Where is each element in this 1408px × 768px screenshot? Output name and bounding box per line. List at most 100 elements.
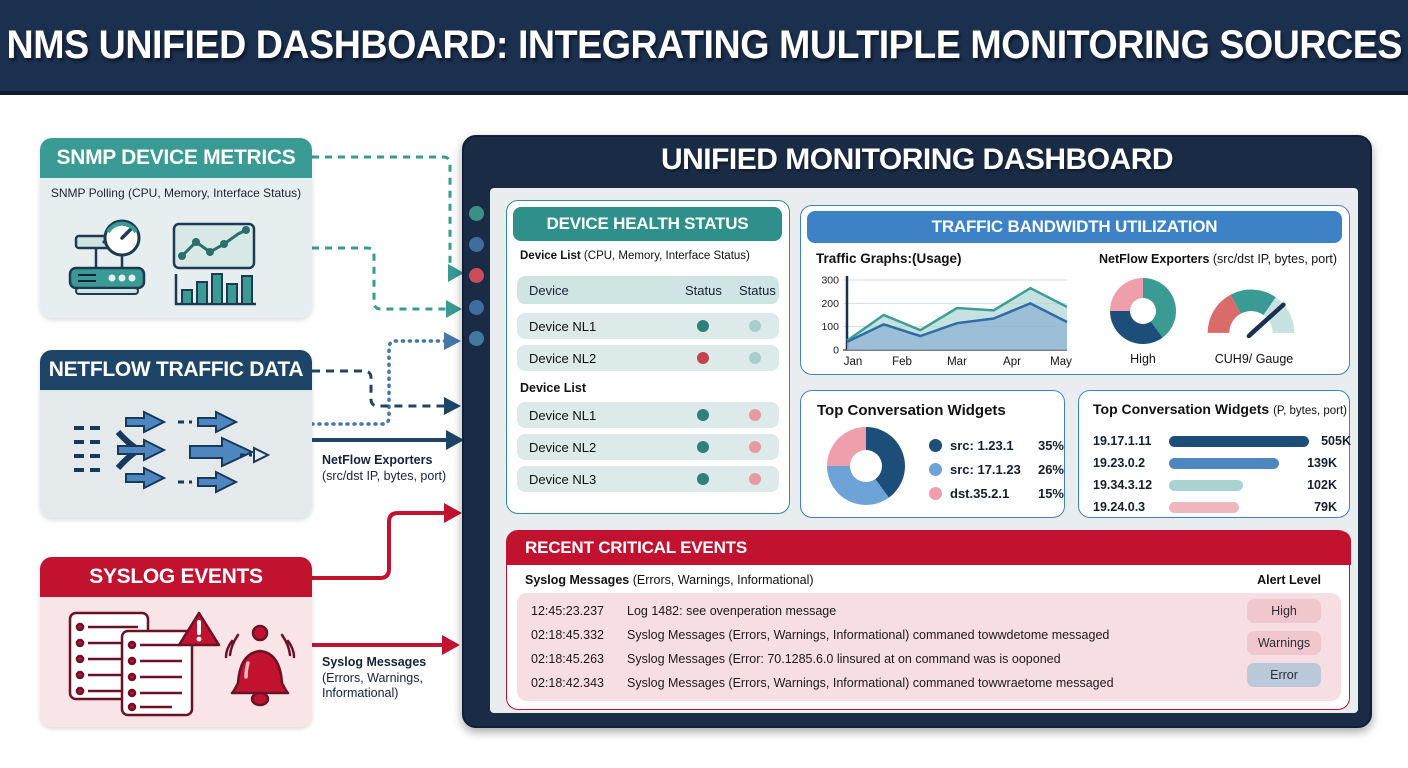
gauge-label: CUH9/ Gauge bbox=[1214, 352, 1294, 366]
bar-row: 19.17.1.11 505K bbox=[1093, 431, 1351, 451]
events-subtitle: Syslog Messages (Errors, Warnings, Infor… bbox=[525, 573, 814, 587]
bar-value: 79K bbox=[1314, 500, 1337, 514]
log-list-icon bbox=[68, 611, 194, 717]
events-subtitle-bold: Syslog Messages bbox=[525, 573, 630, 587]
legend-dot bbox=[929, 462, 942, 476]
bar-value: 102K bbox=[1307, 478, 1337, 492]
legend-value: 35% bbox=[1037, 437, 1064, 453]
legend-dot bbox=[929, 438, 942, 452]
bar-value: 505K bbox=[1321, 434, 1351, 448]
event-message: Log 1482: see ovenperation message bbox=[627, 604, 837, 618]
netflow-exporters-label: NetFlow Exporters (src/dst IP, bytes, po… bbox=[1099, 252, 1337, 266]
netflow-box-title: NETFLOW TRAFFIC DATA bbox=[40, 350, 312, 390]
status-dot bbox=[697, 409, 709, 421]
device-name: Device NL1 bbox=[529, 318, 597, 334]
svg-text:200: 200 bbox=[821, 298, 839, 310]
event-message: Syslog Messages (Errors, Warnings, Infor… bbox=[627, 628, 1110, 642]
top-conversations-bars-panel: Top Conversation Widgets (P, bytes, port… bbox=[1078, 390, 1351, 518]
device-name: Device NL3 bbox=[529, 471, 597, 487]
status-dot bbox=[697, 320, 709, 332]
syslog-box-title: SYSLOG EVENTS bbox=[40, 557, 312, 597]
syslog-connector-label-line3: Informational) bbox=[322, 686, 399, 701]
alert-badge-warnings[interactable]: Warnings bbox=[1247, 631, 1321, 655]
event-row[interactable]: 02:18:42.343 Syslog Messages (Errors, Wa… bbox=[531, 671, 1114, 695]
frame-dot-blue-2 bbox=[469, 300, 484, 315]
event-row[interactable]: 12:45:23.237 Log 1482: see ovenperation … bbox=[531, 599, 836, 623]
frame-dot-blue-1 bbox=[469, 237, 484, 252]
netflow-exporters-label-bold: NetFlow Exporters bbox=[1098, 252, 1210, 266]
col-status-1: Status bbox=[685, 282, 722, 298]
device-name: Device NL2 bbox=[529, 439, 597, 455]
device-list-subtitle-rest: (CPU, Memory, Interface Status) bbox=[580, 250, 750, 262]
bar-fill bbox=[1169, 457, 1279, 469]
page-title: NMS UNIFIED DASHBOARD: INTEGRATING MULTI… bbox=[6, 23, 1402, 67]
device-name: Device NL1 bbox=[529, 407, 597, 423]
svg-text:300: 300 bbox=[821, 275, 839, 287]
line-chart-icon bbox=[172, 222, 256, 270]
device-list-subtitle-bold: Device List bbox=[520, 250, 581, 262]
conversations-legend: src: 1.23.1 35% src: 17.1.23 26% dst.35.… bbox=[929, 433, 1064, 505]
top-conversations-title: Top Conversation Widgets bbox=[817, 402, 1006, 419]
event-row[interactable]: 02:18:45.263 Syslog Messages (Error: 70.… bbox=[531, 647, 1061, 671]
bar-row: 19.34.3.12 102K bbox=[1093, 475, 1337, 495]
bar-ip: 19.34.3.12 bbox=[1093, 478, 1153, 492]
bar-ip: 19.23.0.2 bbox=[1093, 456, 1146, 470]
netflow-connector-label-rest: (src/dst IP, bytes, port) bbox=[322, 468, 447, 483]
top-conversations-bars-title: Top Conversation Widgets (P, bytes, port… bbox=[1093, 401, 1347, 417]
bar-fill bbox=[1169, 435, 1309, 447]
svg-text:100: 100 bbox=[821, 321, 839, 333]
legend-value: 15% bbox=[1037, 485, 1064, 501]
dashboard-title: UNIFIED MONITORING DASHBOARD bbox=[660, 143, 1174, 176]
bars-title-bold: Top Conversation Widgets bbox=[1093, 401, 1270, 417]
snmp-source-box: SNMP DEVICE METRICS SNMP Polling (CPU, M… bbox=[40, 138, 312, 318]
table-row[interactable]: Device NL2 bbox=[517, 345, 779, 371]
alert-badge-high[interactable]: High bbox=[1247, 599, 1321, 623]
table-row[interactable]: Device NL2 bbox=[517, 434, 779, 460]
table-row[interactable]: Device NL3 bbox=[517, 466, 779, 492]
device-name: Device NL2 bbox=[529, 350, 597, 366]
frame-dot-blue-3 bbox=[469, 331, 484, 346]
col-status-2: Status bbox=[739, 282, 776, 298]
legend-item: src: 1.23.1 35% bbox=[929, 433, 1064, 457]
exporters-donut-chart[interactable] bbox=[1110, 278, 1176, 344]
event-time: 02:18:45.332 bbox=[531, 628, 604, 642]
events-subtitle-rest: (Errors, Warnings, Informational) bbox=[629, 573, 814, 587]
alert-badge-error[interactable]: Error bbox=[1247, 663, 1321, 687]
event-row[interactable]: 02:18:45.332 Syslog Messages (Errors, Wa… bbox=[531, 623, 1109, 647]
event-message: Syslog Messages (Error: 70.1285.6.0 lins… bbox=[627, 652, 1061, 666]
bar-ip: 19.24.0.3 bbox=[1093, 500, 1146, 514]
svg-text:Feb: Feb bbox=[892, 356, 912, 368]
top-conversations-donut-panel: Top Conversation Widgets src: 1.23.1 35%… bbox=[800, 390, 1065, 518]
cpu-gauge[interactable] bbox=[1199, 280, 1303, 338]
bar-row: 19.23.0.2 139K bbox=[1093, 453, 1337, 473]
legend-label: src: 1.23.1 bbox=[950, 437, 1014, 453]
table-row[interactable]: Device NL1 bbox=[517, 313, 779, 339]
status-dot bbox=[697, 352, 709, 364]
device-health-header: DEVICE HEALTH STATUS bbox=[513, 207, 782, 241]
device-table-header: Device Status Status bbox=[517, 276, 779, 304]
frame-dot-teal bbox=[469, 206, 484, 221]
syslog-connector-label-line2: (Errors, Warnings, bbox=[322, 670, 423, 685]
netflow-icons bbox=[46, 398, 306, 510]
netflow-exporters-label-rest: (src/dst IP, bytes, port) bbox=[1209, 252, 1337, 266]
bar-chart-icon bbox=[174, 273, 256, 306]
status-dot bbox=[749, 441, 761, 453]
bar-fill bbox=[1169, 479, 1243, 491]
alert-bell-icon bbox=[224, 624, 296, 707]
svg-text:0: 0 bbox=[833, 345, 839, 357]
bars-title-rest: (P, bytes, port) bbox=[1273, 405, 1348, 417]
status-dot bbox=[697, 473, 709, 485]
events-list-area: 12:45:23.237 Log 1482: see ovenperation … bbox=[517, 593, 1341, 701]
netflow-connector-label-bold: NetFlow Exporters bbox=[322, 453, 433, 467]
table-row[interactable]: Device NL1 bbox=[517, 402, 779, 428]
syslog-connector-label-bold: Syslog Messages bbox=[322, 655, 427, 669]
critical-events-panel: RECENT CRITICAL EVENTS Syslog Messages (… bbox=[506, 530, 1351, 710]
device-list-subtitle: Device List (CPU, Memory, Interface Stat… bbox=[520, 250, 750, 262]
conversations-donut-chart[interactable] bbox=[827, 427, 905, 505]
device-health-panel: DEVICE HEALTH STATUS Device List (CPU, M… bbox=[506, 200, 790, 514]
svg-text:Jan: Jan bbox=[844, 356, 863, 368]
bar-fill bbox=[1169, 501, 1239, 513]
svg-text:Apr: Apr bbox=[1003, 356, 1021, 368]
